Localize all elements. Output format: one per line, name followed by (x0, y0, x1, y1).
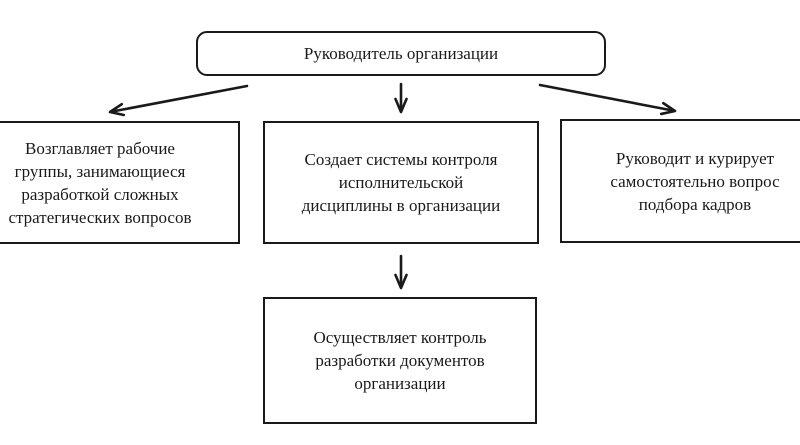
node-organization-leader: Руководитель организации (196, 31, 606, 76)
node-control-systems: Создает системы контроля исполнительской… (263, 121, 539, 244)
arrow-center-to-bottom (394, 254, 408, 290)
node-document-control: Осуществляет контроль разработки докумен… (263, 297, 537, 424)
node-document-control-label: Осуществляет контроль разработки докумен… (313, 328, 487, 393)
arrow-root-to-left (108, 84, 249, 117)
node-personnel-selection-label: Руководит и курирует самостоятельно вопр… (610, 148, 780, 214)
node-personnel-selection: Руководит и курирует самостоятельно вопр… (560, 119, 800, 243)
node-working-groups-label: Возглавляет рабочие группы, занимающиеся… (8, 138, 192, 227)
node-organization-leader-label: Руководитель организации (303, 44, 499, 63)
node-control-systems-label: Создает системы контроля исполнительской… (301, 150, 501, 215)
arrow-root-to-right (538, 83, 677, 116)
node-working-groups: Возглавляет рабочие группы, занимающиеся… (0, 121, 240, 244)
arrow-root-to-center (394, 82, 408, 114)
